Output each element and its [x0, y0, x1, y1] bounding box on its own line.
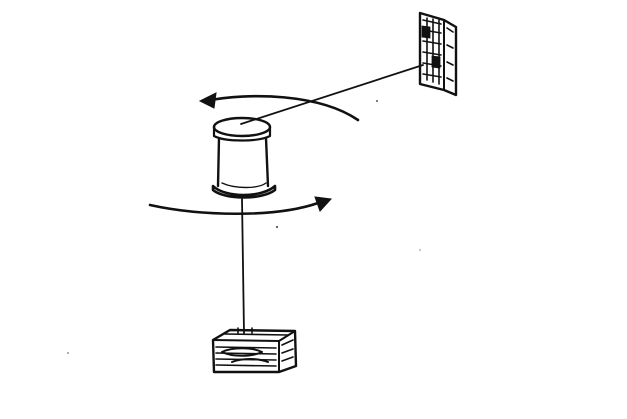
upper-connecting-line — [240, 64, 424, 125]
floor-base-device — [211, 327, 298, 374]
lower-rotation-arrow — [148, 196, 333, 216]
wall-target-device — [418, 11, 458, 97]
lower-connecting-line — [241, 198, 245, 334]
rotating-cylinder — [211, 116, 277, 199]
upper-rotation-arrow — [198, 92, 360, 122]
paper-specks — [67, 100, 421, 354]
